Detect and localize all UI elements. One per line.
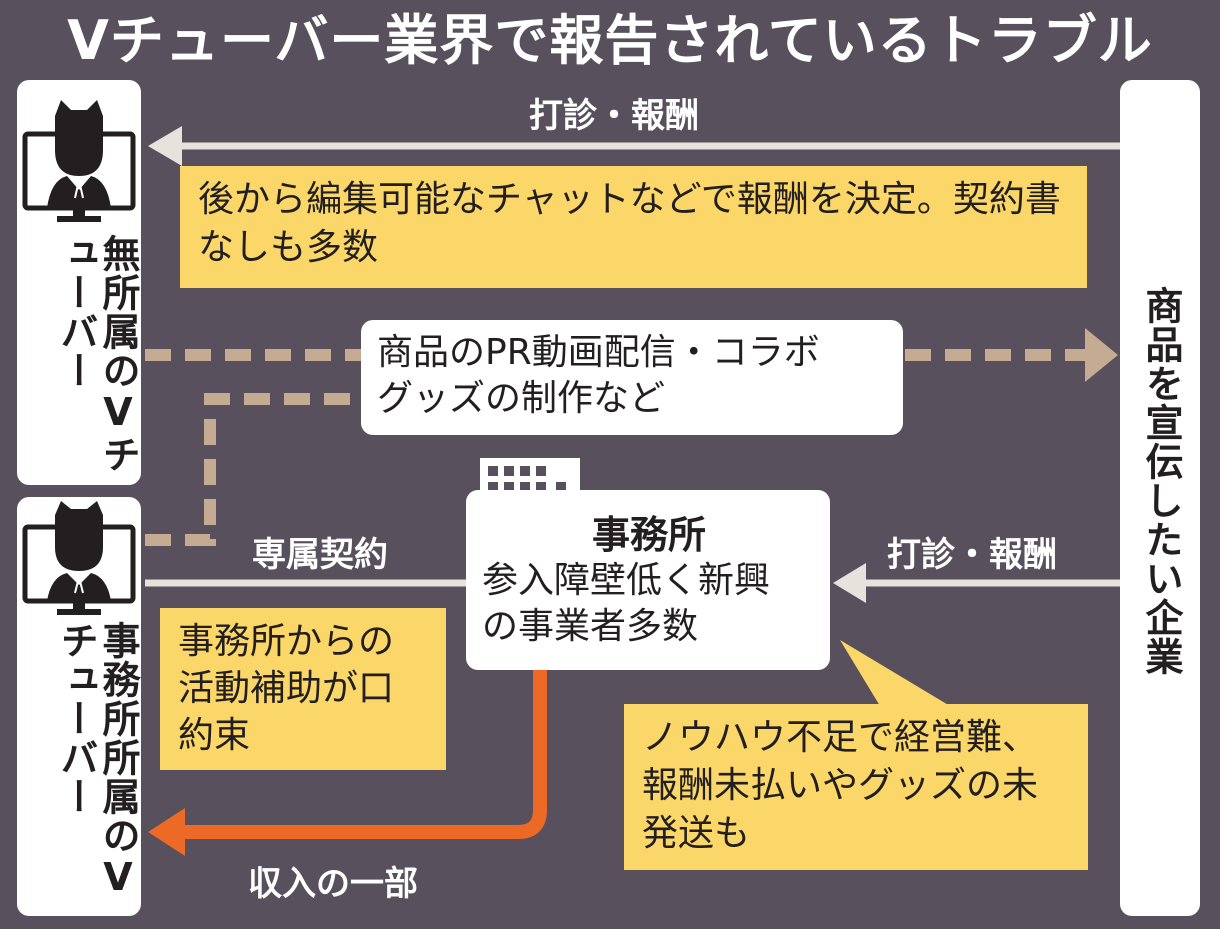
vtuber-monitor-icon <box>22 501 136 615</box>
agency-desc-line1: 参入障壁低く新興 <box>482 560 771 601</box>
mid-offer-label: 打診・報酬 <box>887 535 1057 575</box>
knowhow-note-text: ノウハウ不足で経営難、報酬未払いやグッズの未発送も <box>642 717 1039 854</box>
income-line <box>180 668 547 839</box>
diagram-title: Vチューバー業界で報告されているトラブル <box>67 9 1153 72</box>
agency-vtuber-panel: 事務所所属のVチューバー <box>17 497 141 916</box>
independent-vtuber-label: 無所属のVチューバー <box>54 234 140 474</box>
company-label: 商品を宣伝したい企業 <box>1139 286 1183 676</box>
vtuber-monitor-icon <box>22 100 136 222</box>
agency-name: 事務所 <box>592 513 707 557</box>
income-label: 収入の一部 <box>248 864 418 904</box>
mid-offer-arrowhead <box>833 563 866 603</box>
pr-activity-line2: グッズの制作など <box>377 378 666 419</box>
pr-dashed-line-bottom <box>145 393 370 546</box>
exclusive-contract-label: 専属契約 <box>252 535 388 575</box>
pr-dashed-arrowhead <box>1085 328 1118 382</box>
independent-vtuber-panel: 無所属のVチューバー <box>17 80 141 485</box>
agency-desc-line2: の事業者多数 <box>482 606 699 647</box>
company-panel: 商品を宣伝したい企業 <box>1120 80 1200 916</box>
pr-activity-line1: 商品のPR動画配信・コラボ <box>377 332 820 373</box>
top-offer-arrowhead <box>148 126 182 166</box>
agency-box: 事務所 参入障壁低く新興 の事業者多数 <box>466 490 830 670</box>
top-offer-label: 打診・報酬 <box>529 96 699 136</box>
chat-reward-note: 後から編集可能なチャットなどで報酬を決定。契約書なしも多数 <box>180 166 1087 288</box>
agency-vtuber-label: 事務所所属のVチューバー <box>54 621 140 900</box>
agency-description: 参入障壁低く新興 の事業者多数 <box>482 558 770 650</box>
knowhow-note: ノウハウ不足で経営難、報酬未払いやグッズの未発送も <box>624 704 1088 870</box>
knowhow-bubble-tail <box>840 640 950 706</box>
chat-reward-note-text: 後から編集可能なチャットなどで報酬を決定。契約書なしも多数 <box>198 179 1061 268</box>
support-promise-note-text: 事務所からの活動補助が口約束 <box>178 621 395 756</box>
pr-activity-box: 商品のPR動画配信・コラボ グッズの制作など <box>361 320 903 435</box>
income-arrowhead <box>148 808 185 856</box>
support-promise-note: 事務所からの活動補助が口約束 <box>160 608 446 770</box>
